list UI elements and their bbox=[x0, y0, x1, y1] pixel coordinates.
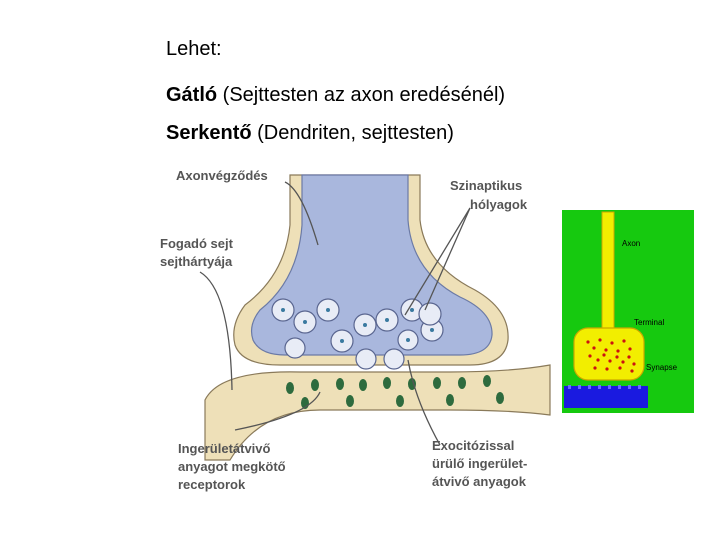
inset-label-axon: Axon bbox=[622, 239, 640, 248]
label-vesicles-2: hólyagok bbox=[470, 197, 528, 212]
inset-receptor-marks bbox=[568, 385, 641, 389]
label-receptors-2: anyagot megkötő bbox=[178, 459, 286, 474]
label-vesicles-1: Szinaptikus bbox=[450, 178, 522, 193]
line-lehet: Lehet: bbox=[166, 38, 222, 60]
label-exocytosis-3: átvivő anyagok bbox=[432, 474, 527, 489]
synapse-illustration: Axonvégződés Szinaptikus hólyagok Fogadó… bbox=[160, 168, 551, 492]
label-receiver-1: Fogadó sejt bbox=[160, 236, 234, 251]
inset-label-synapse: Synapse bbox=[646, 363, 678, 372]
label-receiver-2: sejthártyája bbox=[160, 254, 233, 269]
receptors bbox=[286, 375, 504, 409]
inset-label-terminal: Terminal bbox=[634, 318, 664, 327]
inhibitory-term: Gátló bbox=[166, 84, 218, 106]
label-receptors-3: receptorok bbox=[178, 477, 246, 492]
line-excitatory: Serkentő (Dendriten, sejttesten) bbox=[166, 122, 454, 145]
label-axon-terminal: Axonvégződés bbox=[176, 168, 268, 183]
excitatory-term: Serkentő bbox=[166, 122, 252, 144]
inset-axon bbox=[601, 211, 615, 331]
inset-terminal bbox=[573, 327, 645, 381]
label-receptors-1: Ingerületátvivő bbox=[178, 441, 271, 456]
inset-neurotransmitter-dots bbox=[586, 338, 636, 373]
label-exocytosis-1: Exocitózissal bbox=[432, 438, 514, 453]
inhibitory-location: (Sejttesten az axon eredésénél) bbox=[217, 84, 506, 106]
label-exocytosis-2: ürülő ingerület- bbox=[432, 456, 527, 471]
excitatory-location: (Dendriten, sejttesten) bbox=[251, 122, 454, 144]
inset-receiver bbox=[564, 386, 648, 408]
line-inhibitory: Gátló (Sejttesten az axon eredésénél) bbox=[166, 84, 505, 107]
synapse-inset: Axon Terminal Synapse bbox=[562, 210, 694, 413]
